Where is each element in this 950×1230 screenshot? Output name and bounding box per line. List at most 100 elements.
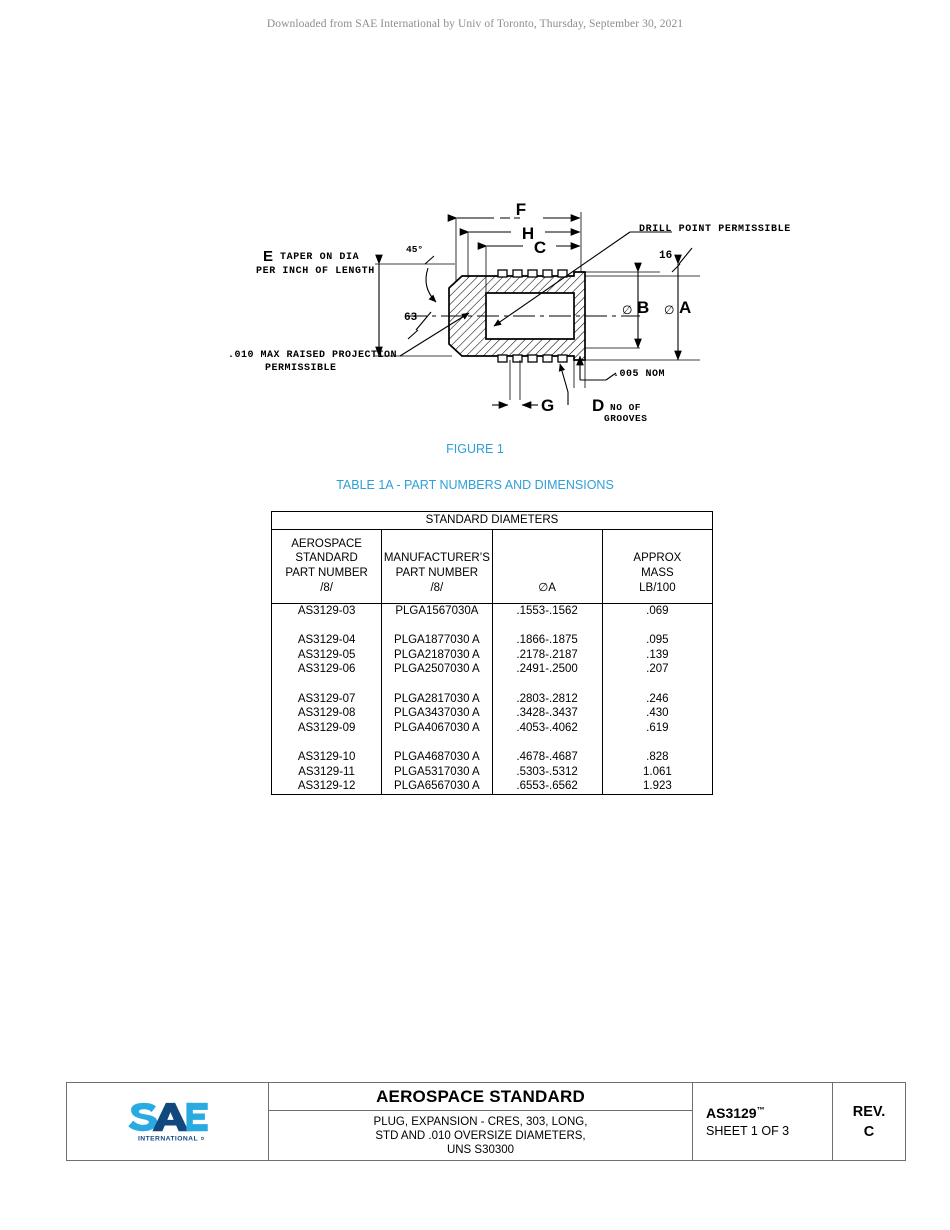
dim-label-b: B — [637, 298, 650, 317]
spacer-cell — [491, 676, 603, 692]
download-notice: Downloaded from SAE International by Uni… — [266, 18, 684, 30]
dim-label-a: A — [679, 298, 692, 317]
table-group-spacer — [270, 676, 714, 692]
table-cell: .4678-.4687 — [491, 749, 603, 765]
document-number-text: AS3129 — [706, 1105, 757, 1121]
table-cell: PLGA1877030 A — [381, 633, 493, 648]
angle-45-label: 45° — [406, 244, 424, 255]
table-cell: .2491-.2500 — [491, 662, 603, 677]
table-cell: .1866-.1875 — [491, 633, 603, 648]
dim-label-g: G — [541, 396, 555, 415]
dim-d-note-line2: GROOVES — [604, 413, 648, 424]
table-cell: .6553-.6562 — [491, 779, 603, 795]
spacer-cell — [381, 735, 493, 750]
table-cell: PLGA3437030 A — [381, 706, 493, 721]
spacer-cell — [601, 735, 714, 750]
table-cell: PLGA2507030 A — [381, 662, 493, 677]
figure-caption[interactable]: FIGURE 1 — [446, 442, 504, 456]
table-cell: 1.061 — [601, 764, 714, 780]
dim-label-e: E — [263, 248, 274, 265]
sae-international-logo-icon: INTERNATIONAL — [127, 1102, 208, 1142]
surface-finish-16-label: 16 — [659, 250, 673, 262]
table-cell: PLGA4067030 A — [381, 720, 493, 736]
revision-cell: REV. C — [833, 1083, 905, 1160]
table-cell: AS3129-05 — [270, 647, 383, 663]
table-cell: .095 — [601, 633, 714, 648]
table-cell: AS3129-10 — [270, 749, 383, 765]
header-line: LB/100 — [639, 581, 676, 594]
table-cell: PLGA1567030A — [381, 602, 493, 619]
dim-label-d: D — [592, 396, 605, 415]
spacer-cell — [270, 676, 383, 692]
spacer-cell — [491, 618, 603, 634]
title-line-2: STD AND .010 OVERSIZE DIAMETERS, — [375, 1129, 586, 1142]
raised-projection-note-line2: PERMISSIBLE — [265, 363, 337, 374]
table-cell: .5303-.5312 — [491, 764, 603, 780]
table-cell: PLGA2817030 A — [381, 691, 493, 707]
drill-point-note: DRILL POINT PERMISSIBLE — [639, 224, 791, 235]
revision-label: REV. — [852, 1103, 886, 1120]
table-group-spacer — [270, 618, 714, 634]
table-cell: .139 — [601, 647, 714, 663]
table-cell: PLGA4687030 A — [381, 749, 493, 765]
header-line: APPROX — [633, 552, 682, 565]
table-cell: PLGA6567030 A — [381, 779, 493, 795]
dimensions-table: STANDARD DIAMETERS AEROSPACE STANDARD PA… — [270, 511, 714, 795]
header-line: /8/ — [430, 581, 444, 594]
table-header-row: AEROSPACE STANDARD PART NUMBER /8/ MANUF… — [270, 529, 714, 604]
table-caption[interactable]: TABLE 1A - PART NUMBERS AND DIMENSIONS — [336, 478, 614, 492]
table-cell: AS3129-09 — [270, 720, 383, 736]
dim-label-c: C — [534, 238, 546, 257]
table-cell: .069 — [601, 602, 714, 619]
trademark-symbol: ™ — [756, 1105, 765, 1115]
table-cell: PLGA5317030 A — [381, 764, 493, 780]
table-group-spacer — [270, 735, 714, 750]
dimensions-table-wrapper: STANDARD DIAMETERS AEROSPACE STANDARD PA… — [270, 511, 714, 795]
svg-text:INTERNATIONAL: INTERNATIONAL — [137, 1135, 197, 1142]
document-title: PLUG, EXPANSION - CRES, 303, LONG, STD A… — [269, 1111, 692, 1160]
table-cell: .3428-.3437 — [491, 706, 603, 721]
header-manufacturer-part-number: MANUFACTURER’S PART NUMBER /8/ — [381, 529, 493, 604]
title-line-1: PLUG, EXPANSION - CRES, 303, LONG, — [373, 1115, 588, 1128]
table-cell: AS3129-04 — [270, 633, 383, 648]
table-banner-cell: STANDARD DIAMETERS — [271, 511, 713, 530]
sae-logo-cell: INTERNATIONAL — [67, 1083, 269, 1160]
dim-label-f: F — [516, 200, 526, 219]
dim-d-note-line1: NO OF — [610, 402, 642, 413]
figure-1-drawing: F H C — [0, 160, 950, 430]
spacer-cell — [381, 618, 493, 634]
revision-value: C — [863, 1123, 875, 1140]
dimensions-table-body: STANDARD DIAMETERS AEROSPACE STANDARD PA… — [270, 511, 714, 795]
table-cell: 1.923 — [601, 779, 714, 795]
table-cell: AS3129-11 — [270, 764, 383, 780]
spacer-cell — [601, 676, 714, 692]
header-line: /8/ — [320, 581, 334, 594]
spacer-cell — [381, 676, 493, 692]
diameter-symbol-b-icon: ∅ — [622, 303, 633, 317]
dim-label-h: H — [522, 224, 534, 243]
table-cell: .430 — [601, 706, 714, 721]
table-cell: .1553-.1562 — [491, 602, 603, 619]
spacer-cell — [601, 618, 714, 634]
title-line-3: UNS S30300 — [446, 1143, 515, 1156]
dim-e-note-line1: TAPER ON DIA — [280, 252, 360, 263]
table-cell: .246 — [601, 691, 714, 707]
dim-e-note-line2: PER INCH OF LENGTH — [256, 266, 375, 277]
table-cell: .4053-.4062 — [491, 720, 603, 736]
table-cell: .828 — [601, 749, 714, 765]
header-line: ∅A — [538, 581, 556, 594]
table-cell: AS3129-12 — [270, 779, 383, 795]
table-cell: PLGA2187030 A — [381, 647, 493, 663]
header-aerospace-part-number: AEROSPACE STANDARD PART NUMBER /8/ — [270, 529, 383, 604]
header-diameter-a: ∅A — [491, 529, 603, 604]
raised-projection-note-line1: .010 MAX RAISED PROJECTION — [228, 350, 398, 361]
header-line: MASS — [641, 567, 674, 579]
